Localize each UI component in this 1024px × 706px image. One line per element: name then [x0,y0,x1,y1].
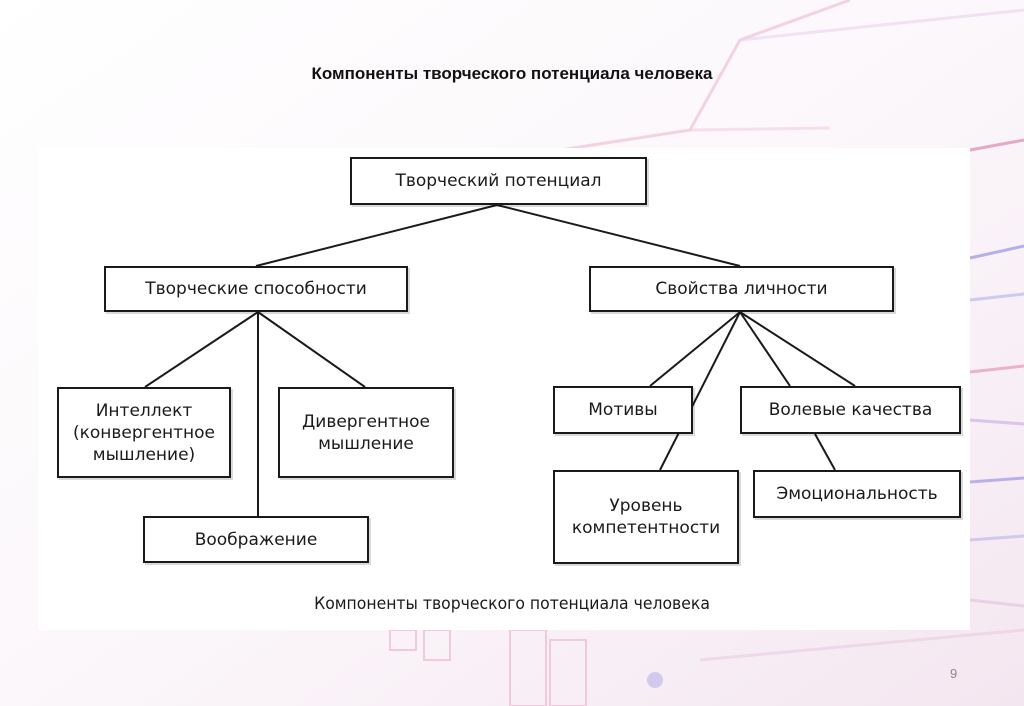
edge-personality-competence [659,311,741,471]
node-emotionality: Эмоциональность [753,470,961,518]
edge-abilities-intellect [144,311,259,388]
node-competence-level: Уровень компетентности [553,470,739,564]
node-motives-label: Мотивы [588,400,658,420]
slide-title: Компоненты творческого потенциала челове… [311,64,713,83]
edge-personality-volitional-b [739,311,856,387]
node-volitional-qualities: Волевые качества [740,386,961,434]
node-divergent-thinking-label: Дивергентное мышление [302,411,430,454]
node-creative-potential: Творческий потенциал [350,157,647,205]
node-motives: Мотивы [553,386,693,434]
edge-personality-volitional-a [739,311,791,387]
edge-personality-motives [649,311,741,387]
edge-root-abilities [255,204,498,267]
node-creative-abilities: Творческие способности [104,266,408,312]
node-creative-potential-label: Творческий потенциал [395,171,602,191]
node-divergent-thinking: Дивергентное мышление [278,387,454,478]
node-intellect: Интеллект (конвергентное мышление) [57,387,231,478]
edge-volitional-emotionality [814,433,836,471]
page-number: 9 [950,666,958,681]
node-emotionality-label: Эмоциональность [776,484,938,504]
node-creative-abilities-label: Творческие способности [145,279,367,299]
edge-abilities-divergent [257,311,366,388]
node-imagination-label: Воображение [194,529,318,550]
node-imagination: Воображение [143,516,369,563]
node-intellect-label: Интеллект (конвергентное мышление) [72,400,216,465]
node-competence-level-label: Уровень компетентности [571,496,721,538]
node-volitional-qualities-label: Волевые качества [768,400,933,420]
node-personality-traits: Свойства личности [589,266,894,312]
decorative-dot [647,672,663,688]
decorative-lines [559,0,1024,662]
node-personality-traits-label: Свойства личности [655,279,828,299]
figure-caption: Компоненты творческого потенциала челове… [314,594,710,614]
edge-root-personality [496,204,741,267]
